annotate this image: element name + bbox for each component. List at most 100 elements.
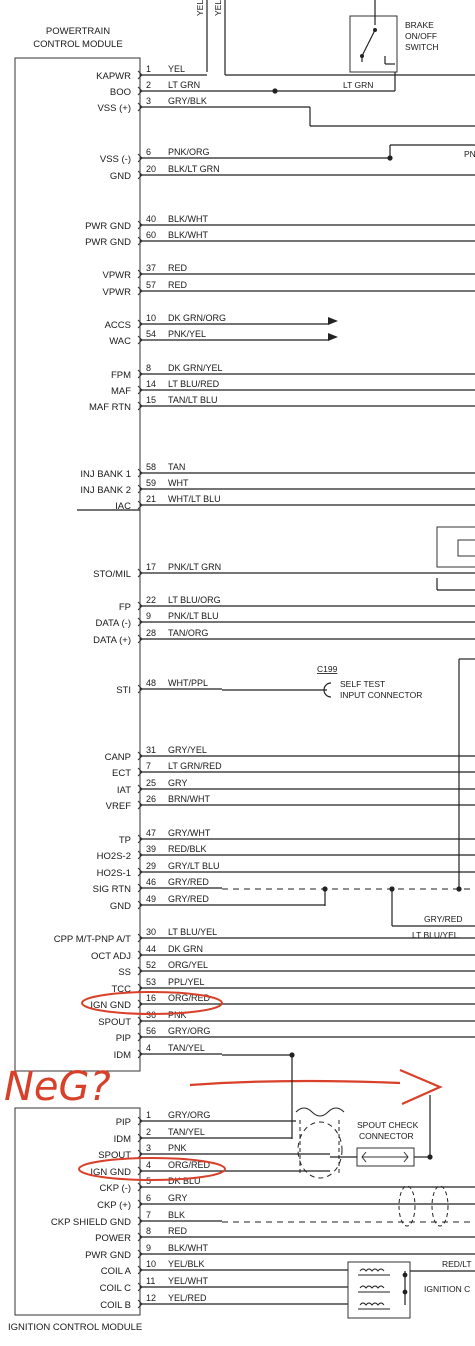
pcm-pin-number: 48 bbox=[146, 678, 156, 688]
icm-connector-tick bbox=[137, 1166, 143, 1176]
pcm-pin-label: INJ BANK 2 bbox=[80, 485, 131, 496]
vss-right-partial-label: PN bbox=[464, 149, 475, 159]
pcm-wire-color: GRY/WHT bbox=[168, 828, 211, 838]
spout-check-connector-symbol bbox=[361, 1151, 409, 1163]
pcm-connector-tick bbox=[137, 170, 143, 180]
pcm-pin-label: STO/MIL bbox=[93, 569, 131, 580]
boo-splice bbox=[272, 88, 278, 94]
icm-wire-color: YEL/RED bbox=[168, 1293, 207, 1303]
pcm-wire-color: BLK/WHT bbox=[168, 230, 209, 240]
pcm-pin-number: 37 bbox=[146, 263, 156, 273]
icm-box bbox=[14, 1107, 141, 1316]
pcm-pin-label: GND bbox=[110, 901, 131, 912]
pcm-pin-number: 28 bbox=[146, 628, 156, 638]
pcm-pin-number: 57 bbox=[146, 280, 156, 290]
icm-pin-number: 5 bbox=[146, 1176, 151, 1186]
pcm-wire-color: LT BLU/ORG bbox=[168, 595, 221, 605]
pcm-pin-number: 7 bbox=[146, 761, 151, 771]
pcm-wire-color: YEL bbox=[168, 64, 185, 74]
pcm-connector-tick bbox=[137, 900, 143, 910]
pcm-wire-color: TAN/ORG bbox=[168, 628, 208, 638]
pcm-pin-label: PIP bbox=[116, 1033, 131, 1044]
icm-wire-color: YEL/BLK bbox=[168, 1259, 205, 1269]
icm-title: IGNITION CONTROL MODULE bbox=[8, 1322, 142, 1333]
pcm-connector-tick bbox=[137, 1032, 143, 1042]
pcm-pin-number: 2 bbox=[146, 80, 151, 90]
lt-blu-yel-right-label: LT BLU/YEL bbox=[412, 930, 459, 940]
pcm-pin-label: VSS (+) bbox=[97, 103, 131, 114]
pcm-wire-color: GRY bbox=[168, 778, 187, 788]
icm-wire-color: TAN/YEL bbox=[168, 1127, 205, 1137]
icm-pin-label: CKP (+) bbox=[97, 1200, 131, 1211]
pcm-wire-color: PNK/ORG bbox=[168, 147, 210, 157]
red-lt-partial-label: RED/LT bbox=[442, 1259, 472, 1269]
pcm-connector-tick bbox=[137, 220, 143, 230]
pcm-pin-number: 6 bbox=[146, 147, 151, 157]
icm-pin-number: 11 bbox=[146, 1276, 155, 1286]
pcm-pin-label: MAF RTN bbox=[89, 402, 131, 413]
pcm-connector-tick bbox=[137, 153, 143, 163]
pcm-pin-number: 44 bbox=[146, 944, 156, 954]
pcm-pin-label: VREF bbox=[106, 801, 132, 812]
pcm-pin-label: TCC bbox=[111, 984, 131, 995]
pcm-pin-number: 26 bbox=[146, 794, 156, 804]
pcm-pin-number: 15 bbox=[146, 395, 156, 405]
icm-pin-label: IGN GND bbox=[90, 1167, 131, 1178]
ckp-shield-oval-2 bbox=[431, 1185, 449, 1227]
pcm-pin-label: TP bbox=[119, 835, 131, 846]
pcm-pin-number: 59 bbox=[146, 478, 156, 488]
icm-connector-tick bbox=[137, 1199, 143, 1209]
pcm-pin-label: IGN GND bbox=[90, 1000, 131, 1011]
icm-pin-label: IDM bbox=[114, 1134, 132, 1145]
pcm-wire-color: ORG/RED bbox=[168, 993, 211, 1003]
pcm-wire-color: BLK/LT GRN bbox=[168, 164, 220, 174]
pcm-pin-label: IAT bbox=[117, 785, 131, 796]
sig-rtn-splice-3 bbox=[456, 886, 462, 892]
icm-pin-number: 3 bbox=[146, 1143, 151, 1153]
pcm-wire-color: PNK/YEL bbox=[168, 329, 206, 339]
icm-connector-tick bbox=[137, 1216, 143, 1226]
pcm-connector-tick bbox=[137, 999, 143, 1009]
spout-check-label-2: CONNECTOR bbox=[359, 1131, 414, 1141]
pcm-pin-label: KAPWR bbox=[96, 71, 131, 82]
pcm-pin-number: 40 bbox=[146, 214, 156, 224]
icm-pin-number: 1 bbox=[146, 1110, 151, 1120]
icm-pin-label: SPOUT bbox=[98, 1150, 131, 1161]
pcm-wire-color: DK GRN bbox=[168, 944, 203, 954]
pcm-wire-color: WHT/LT BLU bbox=[168, 494, 221, 504]
pcm-connector-tick bbox=[137, 883, 143, 893]
pcm-pin-label: ACCS bbox=[105, 320, 131, 331]
pcm-connector-tick bbox=[137, 684, 143, 694]
icm-pin-label: COIL B bbox=[100, 1300, 131, 1311]
brake-switch-label-1: BRAKE bbox=[405, 20, 434, 30]
pcm-pin-number: 21 bbox=[146, 494, 156, 504]
icm-connector-tick bbox=[137, 1299, 143, 1309]
pcm-pin-label: CANP bbox=[105, 752, 131, 763]
pcm-connector-tick bbox=[137, 86, 143, 96]
pcm-pin-number: 58 bbox=[146, 462, 156, 472]
pcm-pin-label: MAF bbox=[111, 386, 131, 397]
icm-connector-tick bbox=[137, 1249, 143, 1259]
pcm-wire-color: DK GRN/ORG bbox=[168, 313, 226, 323]
pcm-connector-tick bbox=[137, 369, 143, 379]
pcm-pin-number: 60 bbox=[146, 230, 156, 240]
pcm-pin-number: 52 bbox=[146, 960, 156, 970]
icm-wire-color: DK BLU bbox=[168, 1176, 201, 1186]
pcm-connector-tick bbox=[137, 484, 143, 494]
accs-arrowhead bbox=[328, 317, 338, 325]
pcm-wire-color: PNK bbox=[168, 1010, 187, 1020]
icm-pin-number: 4 bbox=[146, 1160, 151, 1170]
pcm-connector-tick bbox=[137, 70, 143, 80]
icm-connector-tick bbox=[137, 1232, 143, 1242]
pcm-wire-color: WHT/PPL bbox=[168, 678, 208, 688]
pcm-pin-number: 17 bbox=[146, 562, 156, 572]
pcm-wire-color: TAN/YEL bbox=[168, 1043, 205, 1053]
pcm-pin-number: 29 bbox=[146, 861, 156, 871]
pcm-title-line2: CONTROL MODULE bbox=[33, 39, 122, 50]
pcm-pin-number: 30 bbox=[146, 927, 156, 937]
pip-idm-shield-oval bbox=[297, 1121, 343, 1179]
icm-pin-label: POWER bbox=[95, 1233, 131, 1244]
pcm-wire-color: GRY/RED bbox=[168, 877, 209, 887]
